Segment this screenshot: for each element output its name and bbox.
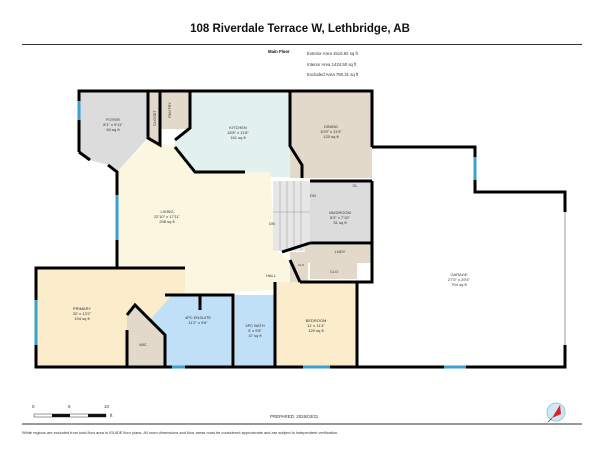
kitchen-dims: 18'8" x 11'8": [227, 130, 249, 135]
room-ensuite: [150, 295, 233, 368]
ensuite-dims: 11'2" x 9'6": [188, 320, 208, 325]
stairs-dn-1: DN: [310, 193, 316, 198]
walls: [34, 89, 567, 369]
foyer-name: FOYER: [106, 117, 120, 122]
hall-name: HALL: [266, 273, 277, 278]
primary-area: 194 sq ft: [74, 316, 90, 321]
lndy-name: LNDY: [335, 249, 346, 254]
stair-treads: [273, 181, 310, 250]
clo-name: CLO: [330, 269, 338, 274]
garage-area: 704 sq ft: [451, 282, 467, 287]
dining-area: 120 sq ft: [323, 134, 339, 139]
primary-dims: 20' x 13'2": [73, 311, 92, 316]
room-mudroom: [310, 181, 372, 243]
exterior-area: Exterior Area 1516.92 sq ft: [307, 51, 358, 56]
dining-dims: 10'9" x 11'9": [320, 129, 342, 134]
primary-name: PRIMARY: [73, 306, 91, 311]
room-clo: [310, 263, 357, 279]
room-dining: [290, 91, 372, 178]
foyer-dims: 8'1" x 9'11": [103, 122, 123, 127]
kitchen-name: KITCHEN: [229, 125, 247, 130]
windows: [34, 101, 477, 369]
living-name: LIVING: [160, 209, 173, 214]
header-divider: [22, 44, 582, 45]
bedroom-name: BEDROOM: [306, 318, 327, 323]
disclaimer: White regions are excluded from total fl…: [22, 430, 339, 435]
interior-area: Interior Area 1424.50 sq ft: [307, 61, 357, 67]
room-bath: [235, 295, 275, 368]
ensuite-name: 4PC ENSUITE: [185, 315, 212, 320]
kitchen-area: 161 sq ft: [230, 135, 246, 140]
room-clo-small: [290, 252, 308, 282]
room-stairs: [273, 181, 310, 251]
room-bedroom: [275, 282, 357, 368]
scale-10: 10: [104, 404, 110, 409]
scale-unit: ft: [110, 413, 113, 418]
room-primary-lower: [36, 310, 127, 368]
compass-icon: [546, 402, 566, 423]
bath-name: 4PC BATH: [245, 323, 264, 328]
living-area: 298 sq ft: [159, 219, 175, 224]
cl-name: CL: [352, 183, 358, 188]
garage-name: GARAGE: [450, 272, 467, 277]
living-dims: 22'10" x 17'11": [154, 214, 181, 219]
bedroom-area: 120 sq ft: [308, 328, 324, 333]
mudroom-dims: 8'3" x 7'10": [330, 215, 350, 220]
excluded-area: Excluded Area 750.31 sq ft: [307, 72, 359, 77]
bath-dims: 5' x 9'6": [248, 328, 262, 333]
room-foyer: [79, 91, 148, 172]
room-kitchen: [175, 91, 302, 177]
scale-5: 5: [68, 404, 71, 409]
bedroom-dims: 11' x 11'4": [307, 323, 325, 328]
closet-name: CLOSET: [152, 109, 157, 126]
room-pantry: [160, 91, 190, 129]
room-closet: [148, 91, 160, 143]
wic-name: WIC: [139, 342, 147, 347]
mudroom-area: 51 sq ft: [333, 220, 347, 225]
garage-dims: 27'5" x 29'4": [448, 277, 471, 282]
mudroom-name: MUDROOM: [329, 210, 351, 215]
area-summary: Exterior Area 1516.92 sq ft Interior Are…: [307, 49, 358, 81]
dining-name: DINING: [324, 124, 338, 129]
room-labels: FOYER 8'1" x 9'11" 64 sq ft CLOSET PANTR…: [73, 102, 471, 347]
room-lndy: [305, 245, 372, 263]
stairs-dn-2: DN: [269, 221, 275, 226]
scale-bar: [33, 413, 107, 418]
room-hall: [185, 250, 300, 295]
pantry-name: PANTRY: [167, 102, 172, 118]
foyer-area: 64 sq ft: [106, 127, 120, 132]
bath-area: 47 sq ft: [248, 333, 262, 338]
prepared-date: PREPARED: 2026/03/31: [270, 414, 319, 419]
page-title: 108 Riverdale Terrace W, Lethbridge, AB: [190, 23, 410, 35]
scale-0: 0: [32, 404, 35, 409]
floor-label: Main Floor: [268, 49, 290, 54]
room-wic: [127, 305, 165, 368]
clo-small-name: CLO: [298, 263, 305, 267]
